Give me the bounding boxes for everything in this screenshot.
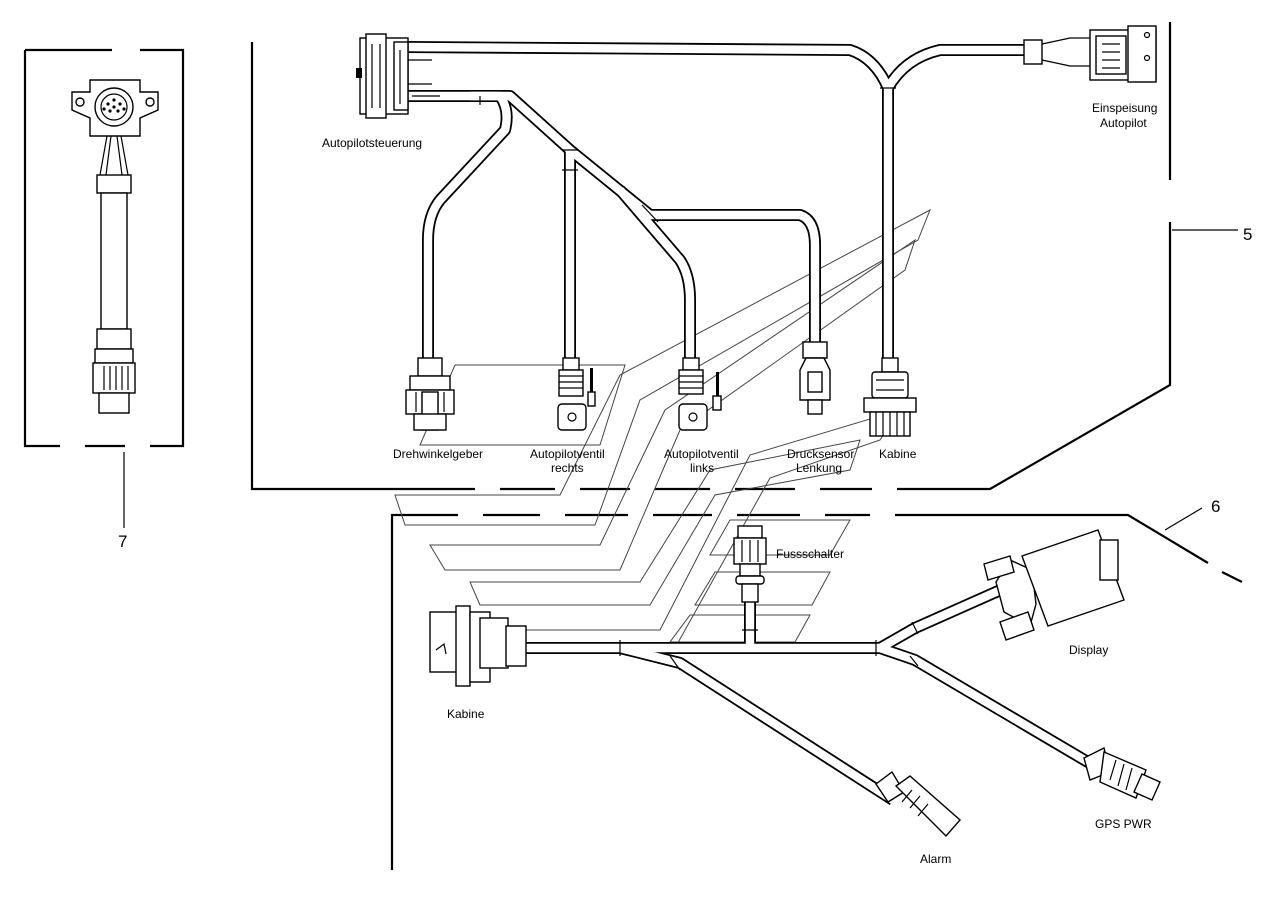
harness-5 (356, 25, 1157, 437)
label-pressure-sensor-line2: Lenkung (796, 461, 842, 475)
label-cab-top: Kabine (879, 447, 917, 461)
label-power-feed-line2: Autopilot (1100, 116, 1147, 130)
label-cab-bottom: Kabine (447, 707, 485, 721)
pressure-sensor-connector (799, 341, 831, 415)
label-display: Display (1069, 643, 1108, 657)
steering-angle-sensor-connector (405, 357, 455, 431)
display-connector (983, 529, 1125, 641)
label-power-feed-line1: Einspeisung (1092, 101, 1157, 115)
label-valve-right-line2: rechts (551, 461, 584, 475)
gps-power-connector (1083, 746, 1161, 801)
callout-6: 6 (1211, 497, 1220, 516)
callout-7: 7 (118, 532, 127, 551)
label-steering-angle-sensor: Drehwinkelgeber (393, 447, 483, 461)
alarm-connector (875, 770, 961, 838)
phantom-outlines (394, 208, 931, 649)
label-valve-right-line1: Autopilotventil (530, 447, 605, 461)
label-alarm: Alarm (920, 852, 951, 866)
frame-group-5 (250, 22, 1238, 491)
callout-5: 5 (1243, 225, 1252, 244)
label-pressure-sensor-line1: Drucksensor (787, 447, 854, 461)
labels: Autopilotsteuerung Einspeisung Autopilot… (118, 101, 1252, 866)
label-foot-switch: Fussschalter (776, 547, 844, 561)
adapter-cable-7 (71, 79, 159, 414)
label-valve-left-line1: Autopilotventil (664, 447, 739, 461)
label-autopilot-control: Autopilotsteuerung (322, 136, 422, 150)
cab-connector-bottom (429, 605, 527, 687)
cab-connector-top (863, 357, 917, 437)
label-gps-power: GPS PWR (1095, 817, 1152, 831)
autopilot-control-connector (356, 33, 440, 119)
frame-group-7 (23, 48, 185, 528)
valve-left-connector (678, 357, 722, 431)
power-feed-connector (1023, 25, 1157, 83)
valve-right-connector (557, 357, 596, 431)
foot-switch-connector (733, 525, 767, 603)
harness-6 (429, 525, 1161, 838)
label-valve-left-line2: links (690, 461, 714, 475)
frame-group-6 (390, 507, 1243, 870)
